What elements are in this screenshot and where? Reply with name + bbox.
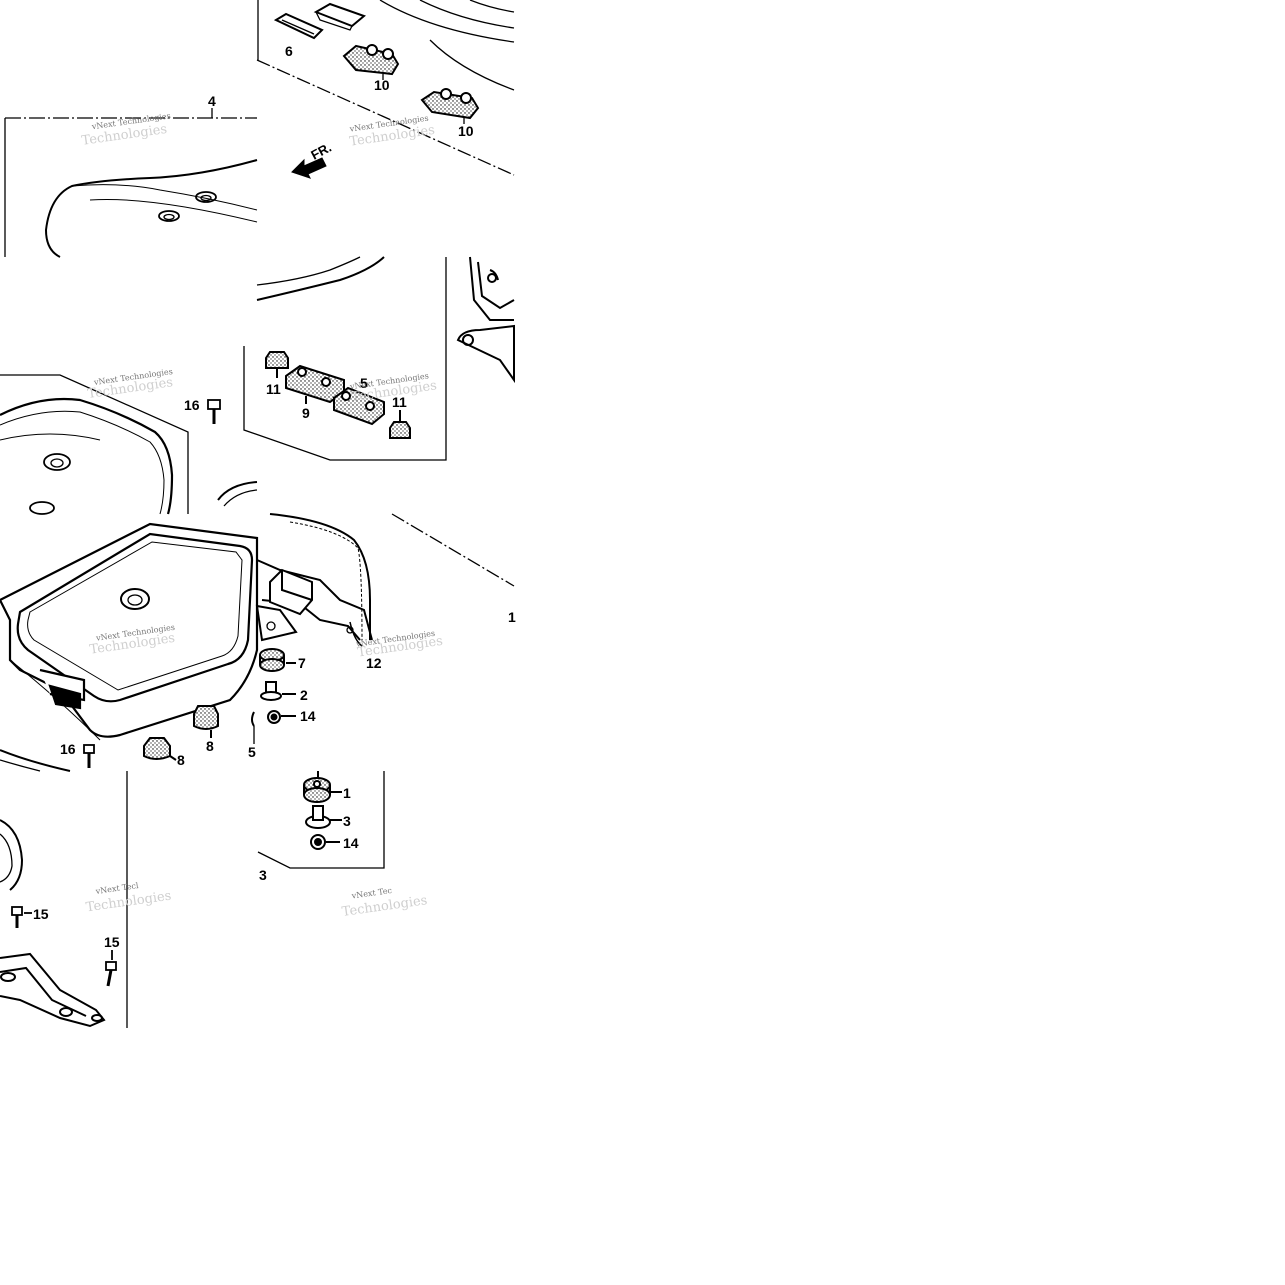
seat-box-body	[0, 522, 259, 741]
tile-middle-left	[0, 374, 258, 515]
label-8b: 8	[177, 752, 185, 768]
label-10a: 10	[374, 77, 390, 93]
label-5a: 5	[360, 375, 368, 391]
label-8a: 8	[206, 738, 214, 754]
tile-bottom-left	[0, 771, 128, 1028]
part-8-cap-a	[193, 705, 219, 738]
tile-bottom-right	[257, 771, 385, 869]
label-4: 4	[208, 93, 216, 109]
frame-bracket-right	[456, 256, 515, 384]
label-2: 2	[300, 687, 308, 703]
part-11-cap-b	[389, 410, 411, 439]
label-16b: 16	[60, 741, 76, 757]
callout-labels: 4 6 10 10 11 11 9 5 16 16 7 2 14 12 1 8 …	[33, 43, 516, 950]
part-14-nut-a	[267, 710, 296, 724]
label-5b: 5	[248, 744, 256, 760]
label-15b: 15	[104, 934, 120, 950]
part-3-collar	[305, 805, 342, 829]
watermark-1: Technologies vNext Technologies	[81, 111, 171, 148]
part-11-cap-a	[265, 351, 289, 378]
part-8-cap-b	[143, 737, 177, 761]
part-9-block-a	[285, 364, 345, 404]
label-15a: 15	[33, 906, 49, 922]
watermark-2: Technologies vNext Technologies	[348, 114, 436, 150]
label-14a: 14	[300, 708, 316, 724]
label-14b: 14	[343, 835, 359, 851]
seat-mid-outline	[0, 397, 174, 515]
part-9-block-b	[333, 386, 385, 426]
watermark-8: Technologies vNext Tec	[341, 886, 428, 920]
part-6-strip	[273, 12, 324, 40]
seat-top-outline	[44, 159, 258, 258]
label-3: 3	[343, 813, 351, 829]
tile-middle-right	[243, 256, 515, 461]
tile-top-right	[256, 0, 515, 179]
watermark-7: Technologies vNext Tecl	[85, 881, 172, 915]
label-9: 9	[302, 405, 310, 421]
part-7-grommet	[259, 648, 296, 672]
label-11b: 11	[392, 394, 407, 410]
label-10b: 10	[458, 123, 474, 139]
label-11a: 11	[266, 381, 281, 397]
part-10-pad-a	[342, 44, 400, 80]
watermark-6: Technologies vNext Technologies	[355, 629, 444, 661]
part-1-grommet	[303, 771, 342, 803]
fr-direction-label: FR.	[308, 140, 334, 163]
part-seat-block	[313, 2, 366, 31]
bolt-15-a	[11, 906, 32, 928]
tile-lower-right	[251, 513, 515, 744]
watermark-3: Technologies vNext Technologies	[87, 367, 174, 402]
label-6: 6	[285, 43, 293, 59]
tile-lower-left	[0, 522, 259, 772]
part-2-collar	[260, 681, 296, 701]
label-7: 7	[298, 655, 306, 671]
bolt-15-b	[105, 950, 117, 987]
fr-arrow-icon	[291, 157, 327, 179]
part-14-nut-b	[310, 834, 340, 850]
tile-top-left	[4, 108, 258, 258]
label-3-corner: 3	[259, 867, 267, 883]
label-16a: 16	[184, 397, 200, 413]
bolt-16-bottom	[83, 744, 95, 768]
label-1: 1	[343, 785, 351, 801]
rubber-bumper	[269, 568, 313, 616]
label-1-edge: 1	[508, 609, 516, 625]
label-12: 12	[366, 655, 382, 671]
part-10-pad-b	[420, 88, 480, 124]
bolt-16-top	[207, 399, 221, 424]
lower-bracket	[0, 952, 106, 1028]
watermarks: Technologies vNext Technologies Technolo…	[81, 111, 444, 920]
